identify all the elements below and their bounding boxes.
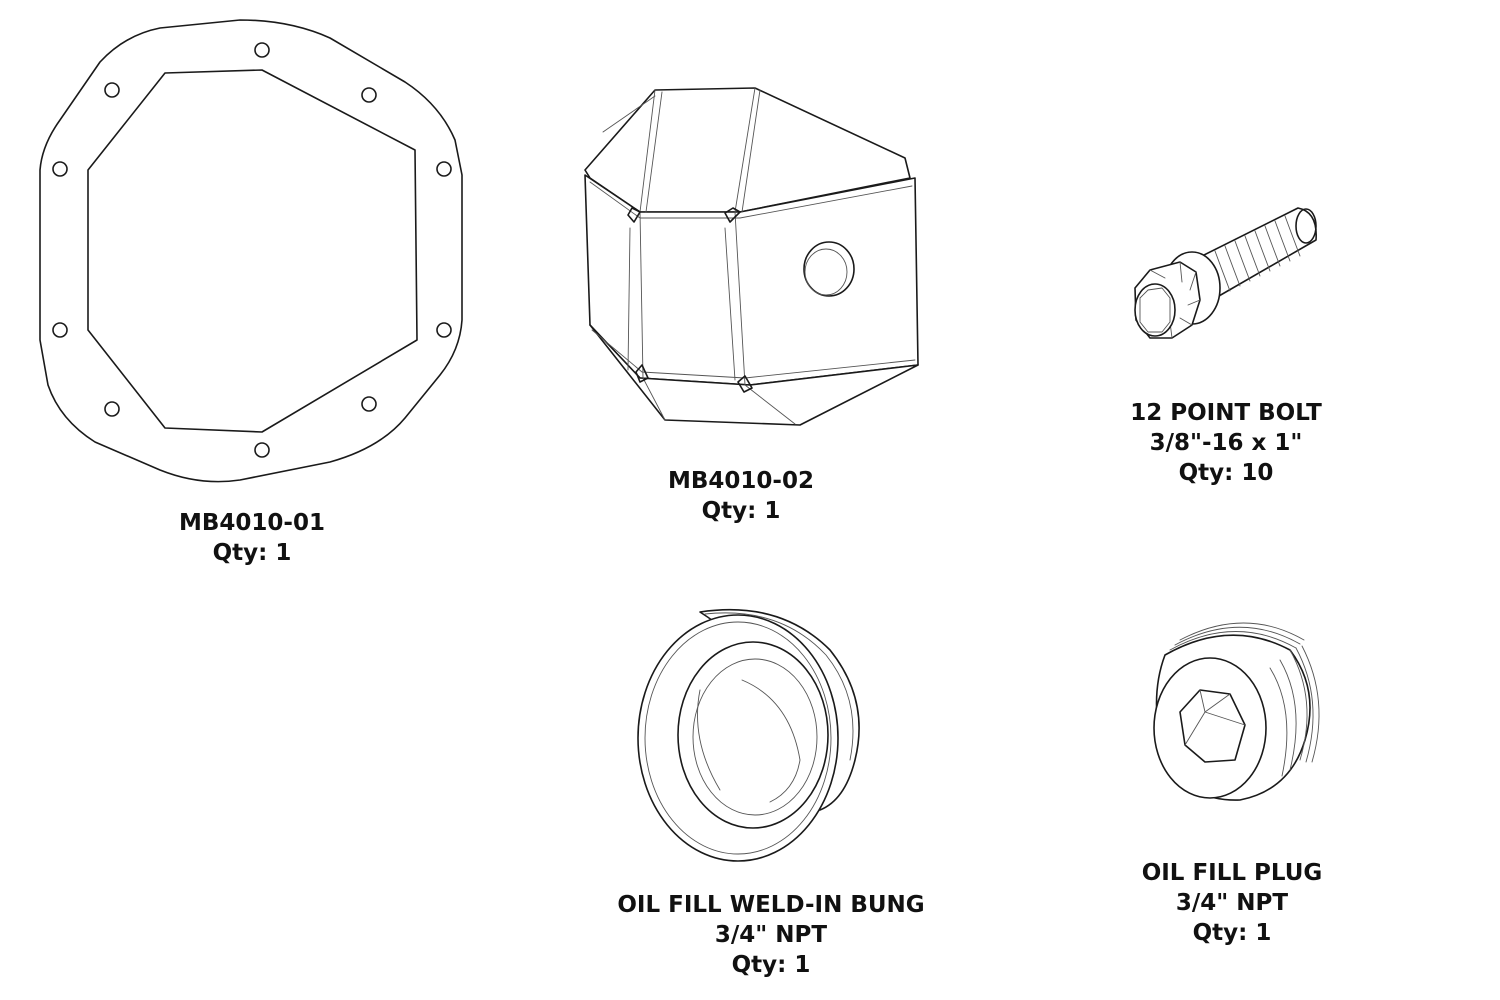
part-label-bolt: 12 POINT BOLT 3/8"-16 x 1" Qty: 10 xyxy=(1130,398,1322,488)
part-size: 3/8"-16 x 1" xyxy=(1149,430,1303,456)
quantity-text: Qty: 1 xyxy=(731,952,811,978)
part-size: 3/4" NPT xyxy=(1175,890,1289,916)
part-name: OIL FILL PLUG xyxy=(1141,860,1323,886)
part-label-diff-cover: MB4010-02 Qty: 1 xyxy=(668,466,814,526)
quantity-text: Qty: 1 xyxy=(701,498,781,524)
part-number: MB4010-02 xyxy=(668,468,814,494)
quantity-text: Qty: 1 xyxy=(1192,920,1272,946)
part-label-plug: OIL FILL PLUG 3/4" NPT Qty: 1 xyxy=(1142,858,1323,948)
quantity-text: Qty: 1 xyxy=(212,540,292,566)
part-size: 3/4" NPT xyxy=(714,922,828,948)
part-name: 12 POINT BOLT xyxy=(1130,400,1322,426)
part-name: OIL FILL WELD-IN BUNG xyxy=(617,892,925,918)
part-label-cover-plate: MB4010-01 Qty: 1 xyxy=(179,508,325,568)
quantity-text: Qty: 10 xyxy=(1178,460,1274,486)
part-number: MB4010-01 xyxy=(179,510,325,536)
part-label-bung: OIL FILL WELD-IN BUNG 3/4" NPT Qty: 1 xyxy=(617,890,924,980)
